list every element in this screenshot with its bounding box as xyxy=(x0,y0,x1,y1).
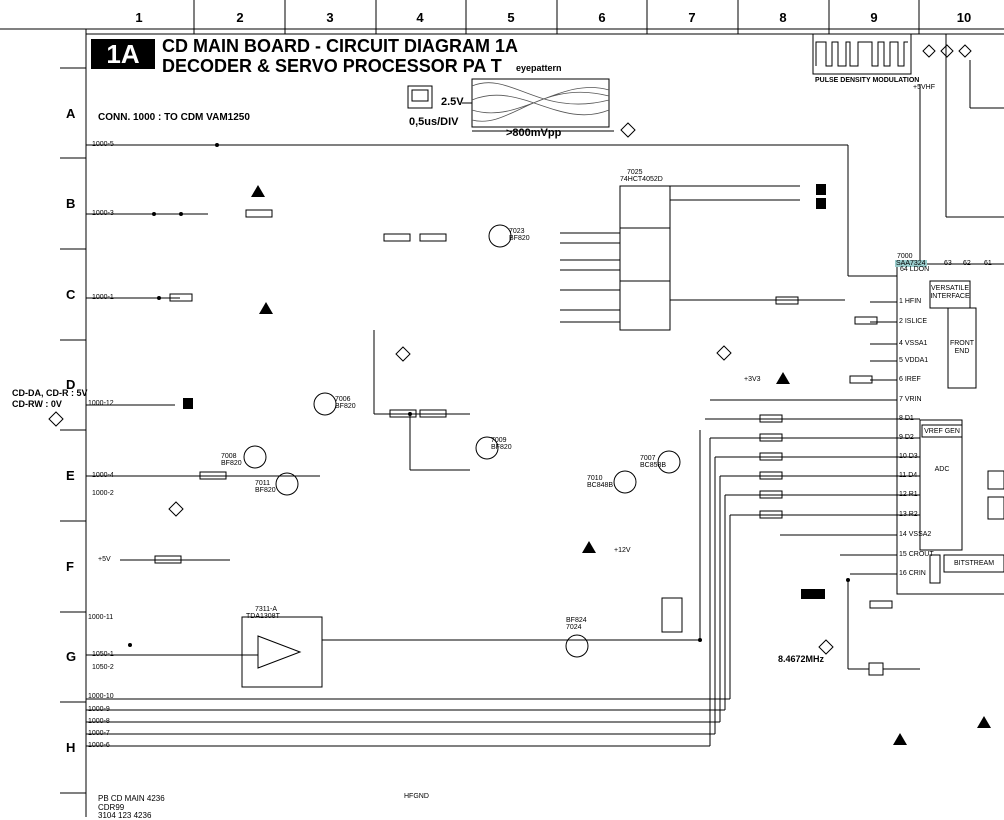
footer-line-1: PB CD MAIN 4236 xyxy=(98,794,165,803)
ic-top-pin-64: 64 LDON xyxy=(900,266,930,273)
grid-row-e: E xyxy=(66,468,75,483)
conn-1000-10: 1000-10 xyxy=(88,693,114,700)
ic-pin-8: 8 D1 xyxy=(899,415,914,422)
grid-row-h: H xyxy=(66,740,76,755)
grid-col-5: 5 xyxy=(507,10,515,25)
ic-block-bitstream: BITSTREAM xyxy=(953,560,995,567)
footer-line-3: 3104 123 4236 xyxy=(98,811,152,820)
volt-label: 2.5V xyxy=(441,96,464,108)
grid-col-7: 7 xyxy=(688,10,696,25)
grid-col-8: 8 xyxy=(779,10,787,25)
ic-pin-16: 16 CRIN xyxy=(899,570,926,577)
ic-id: 7000 xyxy=(897,253,913,260)
conn-1050-2: 1050-2 xyxy=(92,664,114,671)
eyepattern-label: eyepattern xyxy=(516,63,562,73)
pdm-label: PULSE DENSITY MODULATION xyxy=(815,77,920,84)
grid-col-9: 9 xyxy=(870,10,878,25)
footer-line-2: CDR99 xyxy=(98,803,125,812)
opamp-part: TDA1308T xyxy=(246,613,280,620)
ic-pin-14: 14 VSSA2 xyxy=(899,531,932,538)
conn-1000-6: 1000-6 xyxy=(88,742,110,749)
supply-5v: +5V xyxy=(98,556,111,563)
conn-1000-12: 1000-12 xyxy=(88,400,114,407)
ic-pin-15: 15 CROUT xyxy=(899,551,934,558)
grid-col-3: 3 xyxy=(326,10,334,25)
cd-mode-note-2: CD-RW : 0V xyxy=(12,399,62,409)
ic-block-frontend: FRONT END xyxy=(949,340,975,355)
ic-pin-9: 9 D2 xyxy=(899,434,914,441)
connector-note: CONN. 1000 : TO CDM VAM1250 xyxy=(98,112,250,123)
conn-1000-2: 1000-2 xyxy=(92,490,114,497)
supply-3v3: +3V3 xyxy=(744,376,761,383)
grid-col-4: 4 xyxy=(416,10,424,25)
supply-12v: +12V xyxy=(614,547,631,554)
ic-pin-13: 13 R2 xyxy=(899,511,918,518)
ic-block-versatile: VERSATILE INTERFACE xyxy=(930,285,970,300)
ic-top-pin-63: 63 xyxy=(944,260,952,267)
grid-row-a: A xyxy=(66,106,76,121)
supply-hfgnd: HFGND xyxy=(404,793,429,800)
ic-block-adc: ADC xyxy=(934,466,950,473)
grid-col-6: 6 xyxy=(598,10,606,25)
conn-1000-1: 1000-1 xyxy=(92,294,114,301)
conn-1000-8: 1000-8 xyxy=(88,718,110,725)
grid-row-f: F xyxy=(66,559,74,574)
ic-pin-2: 2 ISLICE xyxy=(899,318,928,325)
grid-row-c: C xyxy=(66,287,76,302)
supply-5vhf-top: +5VHF xyxy=(913,84,935,91)
ic-pin-11: 11 D4 xyxy=(899,472,918,479)
grid-col-2: 2 xyxy=(236,10,244,25)
conn-1050-1: 1050-1 xyxy=(92,651,114,658)
ic-pin-6: 6 IREF xyxy=(899,376,921,383)
conn-1000-7: 1000-7 xyxy=(88,730,110,737)
ic-pin-7: 7 VRIN xyxy=(899,396,922,403)
crystal-frequency-label: 8.4672MHz xyxy=(778,654,825,664)
conn-1000-11: 1000-11 xyxy=(88,614,114,621)
conn-1000-9: 1000-9 xyxy=(88,706,110,713)
diagram-title: CD MAIN BOARD - CIRCUIT DIAGRAM 1A xyxy=(162,36,518,56)
grid-col-10: 10 xyxy=(956,10,972,25)
mux-id: 7025 xyxy=(627,169,643,176)
time-div-label: 0,5us/DIV xyxy=(409,116,459,128)
ic-pin-12: 12 R1 xyxy=(899,491,918,498)
grid-row-d: D xyxy=(66,377,76,392)
ic-pin-10: 10 D3 xyxy=(899,453,918,460)
ic-top-pin-61: 61 xyxy=(984,260,992,267)
ic-part: SAA7324 xyxy=(895,260,927,267)
conn-1000-3: 1000-3 xyxy=(92,210,114,217)
ic-pin-4: 4 VSSA1 xyxy=(899,340,928,347)
conn-1000-4: 1000-4 xyxy=(92,472,114,479)
mux-part: 74HCT4052D xyxy=(620,176,663,183)
grid-row-g: G xyxy=(66,649,77,664)
grid-col-1: 1 xyxy=(135,10,143,25)
ic-top-pin-62: 62 xyxy=(963,260,971,267)
grid-row-b: B xyxy=(66,196,76,211)
ic-block-vrefgen: VREF GEN xyxy=(924,428,960,435)
diagram-subtitle: DECODER & SERVO PROCESSOR PA T xyxy=(162,56,502,76)
diagram-badge: 1A xyxy=(91,39,155,69)
ic-pin-5: 5 VDDA1 xyxy=(899,357,929,364)
conn-1000-5: 1000-5 xyxy=(92,141,114,148)
cd-mode-note-1: CD-DA, CD-R : 5V xyxy=(12,388,88,398)
ic-pin-1: 1 HFIN xyxy=(899,298,922,305)
opamp-id: 7311-A xyxy=(255,606,278,613)
vpp-label: >800mVpp xyxy=(506,127,562,139)
